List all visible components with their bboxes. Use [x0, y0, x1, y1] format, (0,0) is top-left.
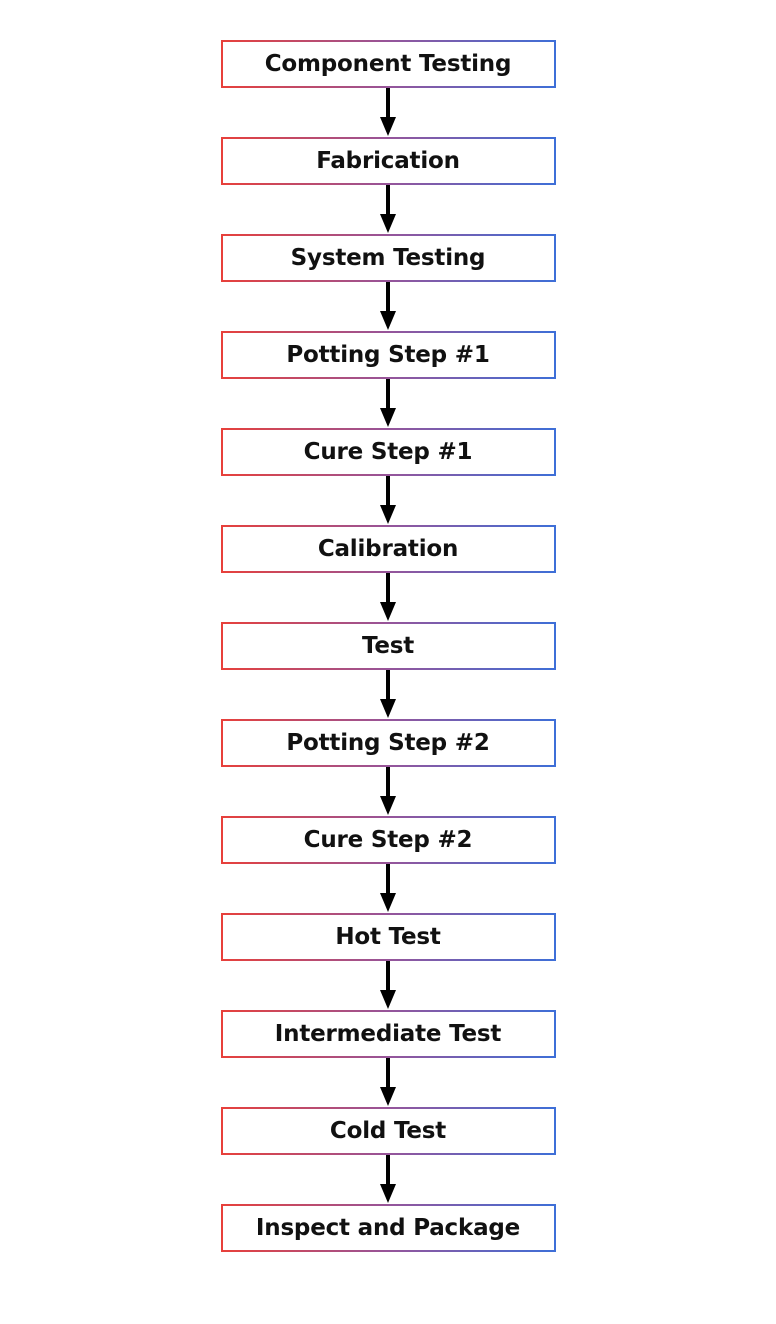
- process-node-label: Inspect and Package: [255, 1214, 521, 1241]
- process-node-label: Calibration: [317, 535, 459, 562]
- process-node-label: Potting Step #2: [286, 729, 490, 756]
- flow-connector-potting-step-2-to-cure-step-2: [221, 767, 556, 816]
- process-node-cold-test[interactable]: Cold Test: [221, 1107, 556, 1155]
- flow-connector-potting-step-1-to-cure-step-1: [221, 379, 556, 428]
- down-arrow-icon: [380, 88, 396, 136]
- down-arrow-icon: [380, 185, 396, 233]
- process-node-label: Cold Test: [329, 1117, 447, 1144]
- flow-connector-cure-step-1-to-calibration: [221, 476, 556, 525]
- flow-connector-hot-test-to-intermediate-test: [221, 961, 556, 1010]
- process-node-potting-step-2[interactable]: Potting Step #2: [221, 719, 556, 767]
- process-node-label: Cure Step #2: [303, 826, 473, 853]
- process-node-cure-step-2[interactable]: Cure Step #2: [221, 816, 556, 864]
- flow-connector-cold-test-to-inspect-and-package: [221, 1155, 556, 1204]
- process-node-cure-step-1[interactable]: Cure Step #1: [221, 428, 556, 476]
- down-arrow-icon: [380, 573, 396, 621]
- process-node-label: Component Testing: [264, 50, 512, 77]
- process-node-inspect-and-package[interactable]: Inspect and Package: [221, 1204, 556, 1252]
- flow-connector-intermediate-test-to-cold-test: [221, 1058, 556, 1107]
- process-node-hot-test[interactable]: Hot Test: [221, 913, 556, 961]
- process-node-fabrication[interactable]: Fabrication: [221, 137, 556, 185]
- flow-connector-test-to-potting-step-2: [221, 670, 556, 719]
- down-arrow-icon: [380, 476, 396, 524]
- process-node-system-testing[interactable]: System Testing: [221, 234, 556, 282]
- process-node-intermediate-test[interactable]: Intermediate Test: [221, 1010, 556, 1058]
- process-node-label: System Testing: [290, 244, 486, 271]
- process-node-label: Hot Test: [335, 923, 441, 950]
- process-node-calibration[interactable]: Calibration: [221, 525, 556, 573]
- down-arrow-icon: [380, 864, 396, 912]
- down-arrow-icon: [380, 1058, 396, 1106]
- down-arrow-icon: [380, 1155, 396, 1203]
- flow-connector-system-testing-to-potting-step-1: [221, 282, 556, 331]
- flow-connector-fabrication-to-system-testing: [221, 185, 556, 234]
- down-arrow-icon: [380, 670, 396, 718]
- process-node-label: Cure Step #1: [303, 438, 473, 465]
- process-node-component-testing[interactable]: Component Testing: [221, 40, 556, 88]
- process-node-potting-step-1[interactable]: Potting Step #1: [221, 331, 556, 379]
- flow-connector-calibration-to-test: [221, 573, 556, 622]
- flow-connector-cure-step-2-to-hot-test: [221, 864, 556, 913]
- down-arrow-icon: [380, 961, 396, 1009]
- process-node-test[interactable]: Test: [221, 622, 556, 670]
- flow-connector-component-testing-to-fabrication: [221, 88, 556, 137]
- process-node-label: Potting Step #1: [286, 341, 490, 368]
- process-node-label: Intermediate Test: [274, 1020, 502, 1047]
- down-arrow-icon: [380, 379, 396, 427]
- down-arrow-icon: [380, 767, 396, 815]
- process-node-label: Fabrication: [316, 147, 460, 174]
- down-arrow-icon: [380, 282, 396, 330]
- process-node-label: Test: [361, 632, 415, 659]
